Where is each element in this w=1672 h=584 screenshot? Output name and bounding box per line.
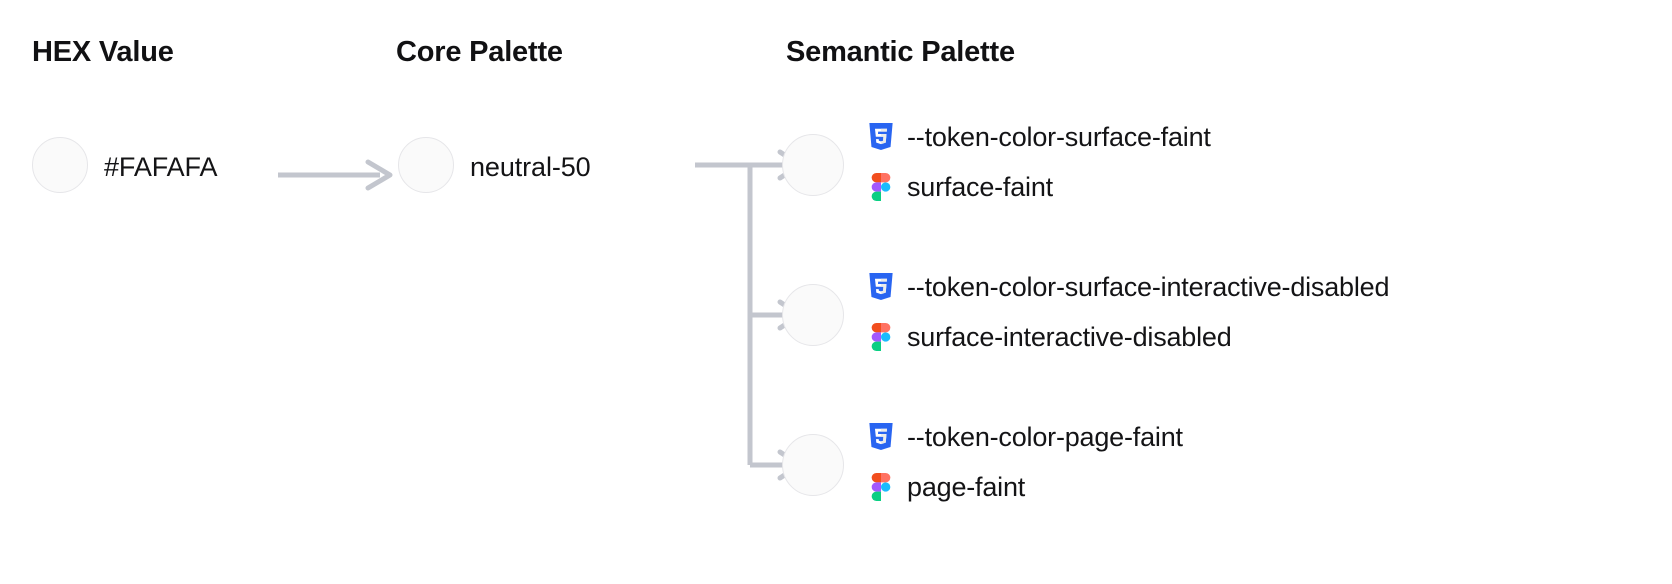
css-token-label: --token-color-page-faint (907, 421, 1183, 452)
hex-value-label: #FAFAFA (104, 152, 218, 182)
figma-token-line: surface-interactive-disabled (868, 312, 1658, 362)
column-title-hex-value: HEX Value (32, 36, 174, 68)
semantic-token-row: --token-color-surface-interactive-disabl… (868, 262, 1658, 362)
figma-token-label: page-faint (907, 471, 1026, 502)
css3-logo-icon (869, 123, 893, 151)
hex-color-swatch (32, 137, 88, 193)
css3-logo-icon (869, 423, 893, 451)
semantic-color-swatch (782, 134, 844, 196)
semantic-color-swatch (782, 284, 844, 346)
css-token-label: --token-color-surface-faint (907, 121, 1211, 152)
css-token-label: --token-color-surface-interactive-disabl… (907, 271, 1390, 302)
semantic-token-row: --token-color-page-faint page-faint (868, 412, 1658, 512)
figma-logo-icon (871, 173, 891, 201)
css-token-line: --token-color-surface-interactive-disabl… (868, 262, 1658, 312)
figma-logo-icon (871, 473, 891, 501)
figma-token-label: surface-interactive-disabled (907, 321, 1232, 352)
figma-logo-icon (871, 323, 891, 351)
css-token-line: --token-color-page-faint (868, 412, 1658, 462)
arrow-right-icon-hex-to-core (278, 159, 393, 191)
css-token-line: --token-color-surface-faint (868, 112, 1658, 162)
semantic-color-swatch (782, 434, 844, 496)
figma-token-line: page-faint (868, 462, 1658, 512)
figma-token-line: surface-faint (868, 162, 1658, 212)
core-color-swatch (398, 137, 454, 193)
column-title-core-palette: Core Palette (396, 36, 563, 68)
column-title-semantic-palette: Semantic Palette (786, 36, 1015, 68)
figma-token-label: surface-faint (907, 171, 1053, 202)
core-palette-value-label: neutral-50 (470, 152, 591, 182)
semantic-token-row: --token-color-surface-faint surface-fain… (868, 112, 1658, 212)
css3-logo-icon (869, 273, 893, 301)
